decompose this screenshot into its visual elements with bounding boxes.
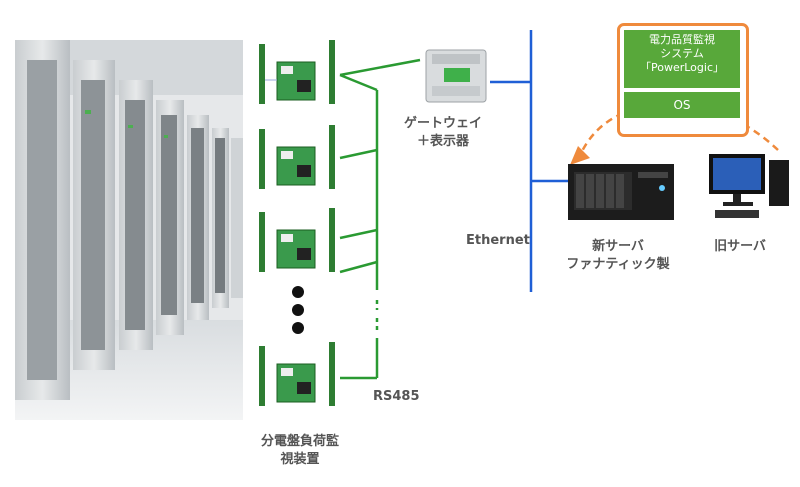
ethernet-label: Ethernet (466, 232, 532, 250)
old-server-label: 旧サーバ (700, 238, 780, 256)
gateway-device-icon (422, 48, 490, 106)
monitor-board-icon (257, 342, 337, 410)
rack-server-icon (566, 158, 678, 224)
software-label: 電力品質監視 システム 「PowerLogic」 (624, 30, 740, 88)
ellipsis-dot (292, 322, 304, 334)
rs485-label: RS485 (373, 388, 433, 406)
monitor-board-icon (257, 125, 337, 193)
monitor-board-icon (257, 208, 337, 276)
monitor-board-icon (257, 40, 337, 108)
gateway-label: ゲートウェイ ＋表示器 (388, 115, 498, 151)
ellipsis-dot (292, 304, 304, 316)
panel-monitor-label: 分電盤負荷監 視装置 (240, 433, 360, 469)
new-server-label: 新サーバ ファナティック製 (548, 238, 688, 274)
os-label: OS (624, 92, 740, 118)
ellipsis-dot (292, 286, 304, 298)
desktop-pc-icon (705, 150, 793, 222)
